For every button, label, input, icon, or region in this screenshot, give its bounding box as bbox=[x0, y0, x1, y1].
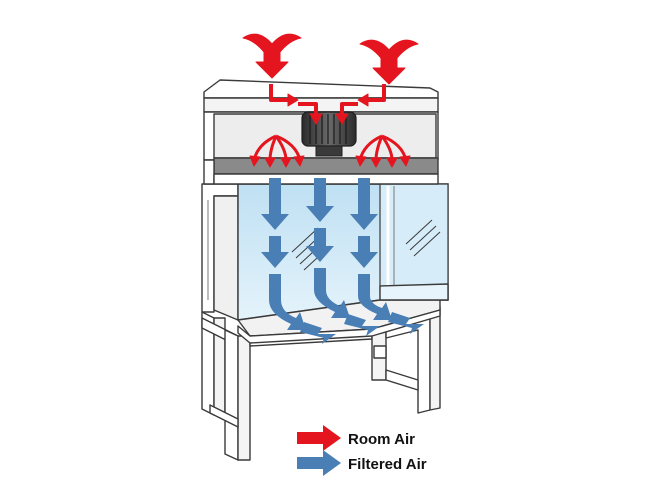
filtered-air-arrows bbox=[261, 178, 424, 344]
legend: Room Air Filtered Air bbox=[297, 425, 427, 476]
support-stand bbox=[201, 306, 441, 461]
room-air-intake-left bbox=[242, 33, 302, 79]
room-air-arrows bbox=[242, 33, 419, 168]
legend-filtered-air: Filtered Air bbox=[297, 450, 427, 476]
filtered-air-stream-2 bbox=[306, 178, 380, 336]
filtered-air-stream-1 bbox=[261, 178, 336, 344]
legend-room-air-label: Room Air bbox=[348, 431, 415, 448]
blue-arrow-icon bbox=[297, 450, 341, 476]
red-arrow-icon bbox=[297, 425, 341, 451]
legend-filtered-air-label: Filtered Air bbox=[348, 456, 427, 473]
filtered-air-stream-3 bbox=[350, 178, 424, 334]
room-air-intake-right bbox=[359, 39, 419, 85]
legend-room-air: Room Air bbox=[297, 425, 415, 451]
cabinet-side-frame bbox=[201, 183, 239, 321]
